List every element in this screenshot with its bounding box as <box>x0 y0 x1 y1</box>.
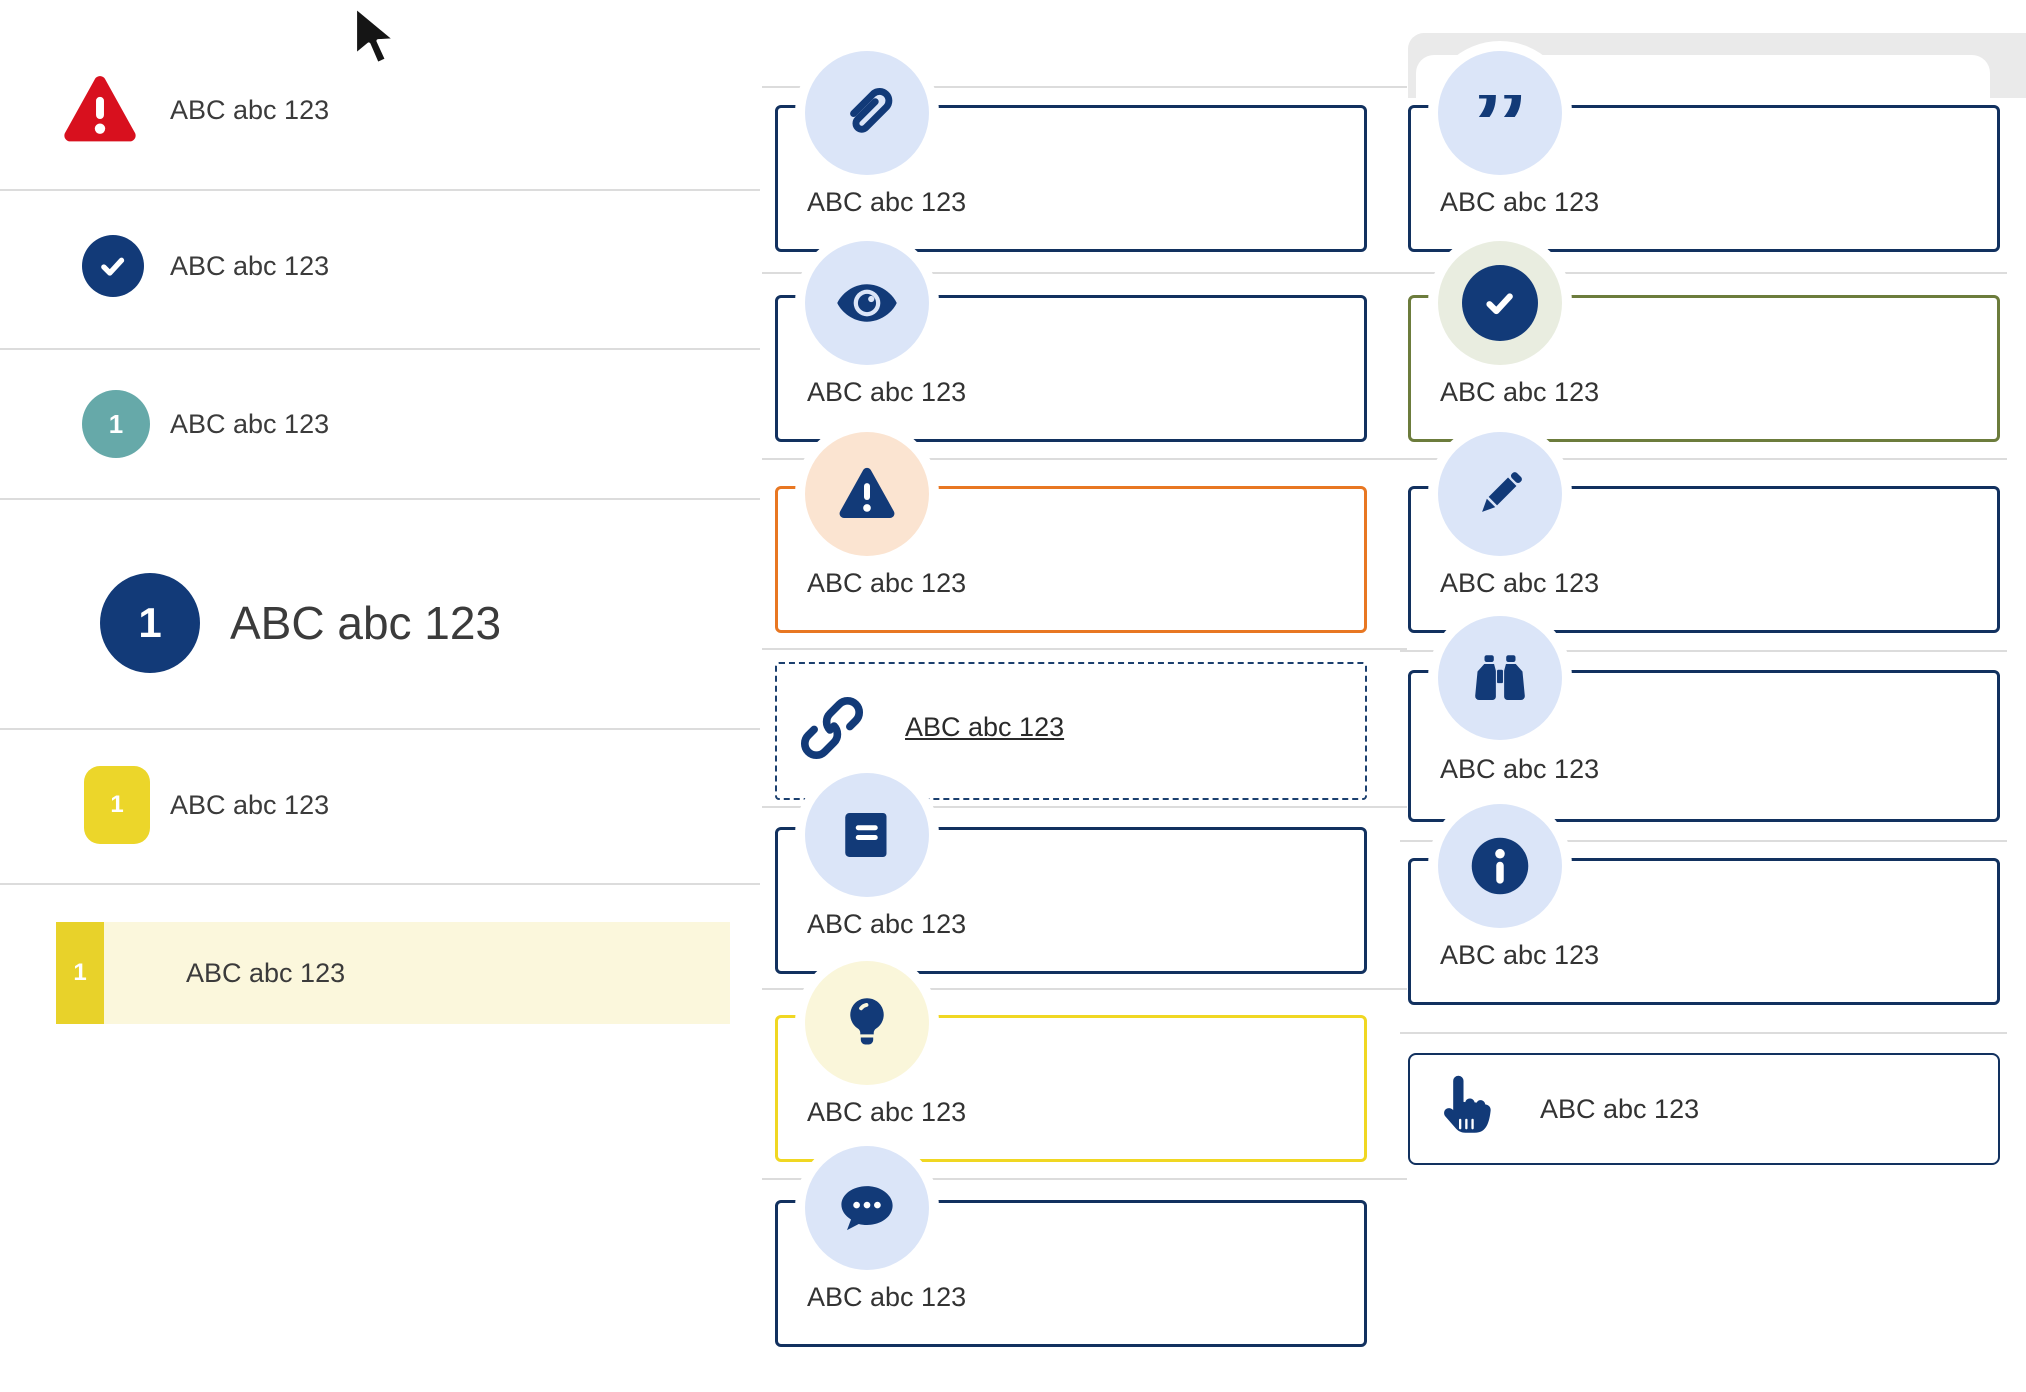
divider <box>1400 1032 2007 1034</box>
quote-glyph: ” <box>1470 95 1530 169</box>
card-label: ABC abc 123 <box>1540 1094 1700 1124</box>
quote-icon: ” <box>1438 51 1562 175</box>
check-circle-icon <box>82 235 144 297</box>
numbered-badge-navy-large: 1 <box>100 573 200 673</box>
card-link-text[interactable]: ABC abc 123 <box>905 712 1065 742</box>
divider <box>1400 272 2007 274</box>
divider <box>762 806 1407 808</box>
divider <box>0 728 760 730</box>
card-hand-pointer[interactable] <box>1408 1053 2000 1165</box>
list-item[interactable]: 1 ABC abc 123 <box>0 500 760 728</box>
card-label: ABC abc 123 <box>807 909 967 939</box>
card-label: ABC abc 123 <box>807 1097 967 1127</box>
divider <box>1400 650 2007 652</box>
divider <box>762 458 1407 460</box>
lightbulb-icon <box>805 961 929 1085</box>
divider <box>0 498 760 500</box>
card-label: ABC abc 123 <box>807 187 967 217</box>
pencil-icon <box>1438 432 1562 556</box>
paperclip-icon <box>805 51 929 175</box>
mouse-cursor-icon <box>352 4 398 75</box>
eye-icon <box>805 241 929 365</box>
hand-pointer-icon <box>1432 1068 1494 1151</box>
numbered-badge-yellow: 1 <box>84 766 150 844</box>
card-label: ABC abc 123 <box>1440 940 1600 970</box>
list-item-label: ABC abc 123 <box>170 409 330 439</box>
list-item-label: ABC abc 123 <box>170 251 330 281</box>
card-lightbulb[interactable] <box>775 1015 1367 1162</box>
card-label: ABC abc 123 <box>807 377 967 407</box>
divider <box>1400 458 2007 460</box>
chat-icon <box>805 1146 929 1270</box>
check-icon <box>1462 265 1538 341</box>
warning-icon <box>805 432 929 556</box>
numbered-badge-teal: 1 <box>82 390 150 458</box>
card-label: ABC abc 123 <box>807 1282 967 1312</box>
numbered-badge-yellow-bar: 1 <box>56 922 104 1024</box>
book-icon <box>805 773 929 897</box>
card-label: ABC abc 123 <box>1440 754 1600 784</box>
alert-triangle-icon <box>58 72 142 153</box>
divider <box>0 189 760 191</box>
check-circle-icon <box>1438 241 1562 365</box>
card-label: ABC abc 123 <box>1440 568 1600 598</box>
binoculars-icon <box>1438 616 1562 740</box>
divider <box>1400 840 2007 842</box>
divider <box>0 883 760 885</box>
list-item-label: ABC abc 123 <box>230 597 502 649</box>
list-item[interactable]: 1 ABC abc 123 <box>0 350 760 498</box>
list-item-highlighted[interactable]: 1 ABC abc 123 <box>56 922 730 1024</box>
left-list: ABC abc 123 ABC abc 123 1 ABC abc 123 1 … <box>0 0 760 1392</box>
list-item-label: ABC abc 123 <box>170 790 330 820</box>
divider <box>762 648 1407 650</box>
list-item-label: ABC abc 123 <box>170 95 330 125</box>
list-item[interactable]: 1 ABC abc 123 <box>0 730 760 883</box>
divider <box>0 348 760 350</box>
divider <box>762 86 1407 88</box>
card-eye[interactable] <box>775 295 1367 442</box>
list-item[interactable]: ABC abc 123 <box>0 30 760 189</box>
card-quote[interactable] <box>1408 105 2000 252</box>
card-label: ABC abc 123 <box>1440 187 1600 217</box>
divider <box>762 988 1407 990</box>
list-item-label: ABC abc 123 <box>186 958 346 988</box>
divider <box>762 272 1407 274</box>
link-icon <box>798 694 866 767</box>
divider <box>762 1178 1407 1180</box>
list-item[interactable]: ABC abc 123 <box>0 191 760 348</box>
info-icon <box>1438 804 1562 928</box>
card-label: ABC abc 123 <box>807 568 967 598</box>
card-label: ABC abc 123 <box>1440 377 1600 407</box>
